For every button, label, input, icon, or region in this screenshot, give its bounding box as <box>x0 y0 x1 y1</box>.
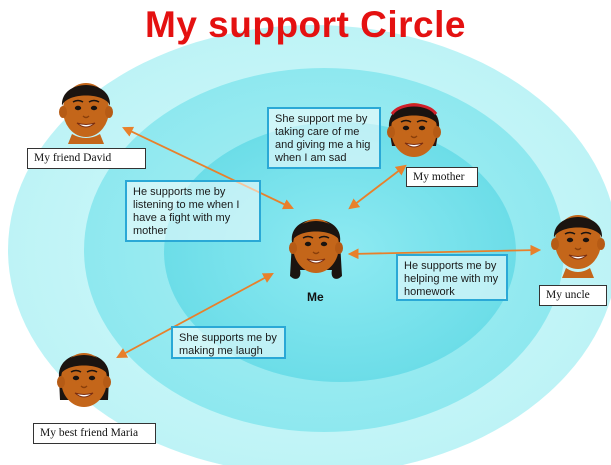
mother-support-note: She support me by taking care of me and … <box>267 107 381 169</box>
me-avatar <box>288 218 344 279</box>
uncle-support-note: He supports me by helping me with my hom… <box>396 254 508 301</box>
arrow-me-uncle <box>347 244 542 260</box>
mother-avatar <box>386 102 442 158</box>
mother-name-label: My mother <box>406 167 478 187</box>
maria-support-note: She supports me by making me laugh <box>171 326 286 359</box>
page-title: My support Circle <box>145 4 466 45</box>
arrow-me-mother <box>348 164 407 210</box>
david-avatar <box>58 82 114 144</box>
maria-name-label: My best friend Maria <box>33 423 156 444</box>
me-label: Me <box>307 290 324 304</box>
david-support-note: He supports me by listening to me when I… <box>125 180 261 242</box>
arrow-me-maria <box>116 272 274 359</box>
uncle-avatar <box>550 214 606 278</box>
arrow-me-david <box>122 126 294 210</box>
david-name-label: My friend David <box>27 148 146 169</box>
maria-avatar <box>56 352 112 408</box>
uncle-name-label: My uncle <box>539 285 607 306</box>
